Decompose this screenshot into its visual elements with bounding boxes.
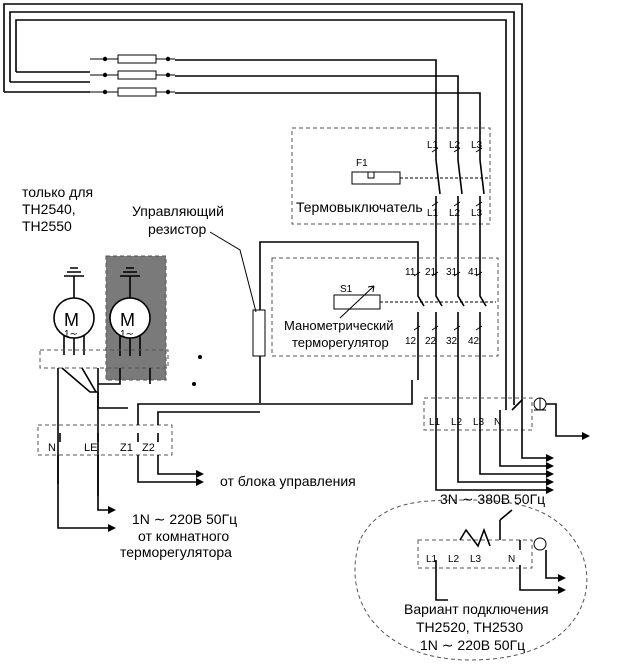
terminal-block-left (37, 380, 413, 532)
control-resistor (209, 231, 266, 403)
contact-21: 21 (425, 267, 437, 278)
supply-1n-label: 1N ∼ 220В 50Гц (132, 511, 237, 527)
contact-42: 42 (468, 336, 480, 347)
term-right-l1: L1 (429, 417, 441, 428)
supply-3n-label: 3N ∼ 380В 50Гц (440, 491, 545, 507)
term-right-l2: L2 (451, 417, 463, 428)
motor-left-m: M (64, 310, 79, 330)
motor-right-phase: 1∼ (120, 329, 134, 340)
manometric-label-1: Манометрический (284, 318, 394, 333)
terminal-block-right (423, 397, 590, 494)
thermal-top-l3: L3 (471, 140, 483, 151)
thermal-bottom-l3: L3 (471, 208, 483, 219)
variant-inset (354, 499, 588, 661)
thermal-top-l2: L2 (449, 140, 461, 151)
only-for-line3: TH2550 (22, 218, 72, 234)
motor-wiring (57, 355, 202, 496)
f1-sensor (351, 171, 401, 185)
manometric-label-2: терморегулятор (292, 335, 389, 350)
variant-term-l3: L3 (470, 554, 482, 565)
variant-label-3: 1N ∼ 220В 50Гц (420, 637, 525, 653)
variant-term-l2: L2 (448, 554, 460, 565)
only-for-line1: только для (22, 184, 93, 200)
fuse-2 (117, 70, 157, 80)
term-right-n: N (494, 417, 501, 428)
fuse-3 (117, 87, 157, 97)
contact-41: 41 (468, 267, 480, 278)
term-left-le: LE (84, 442, 97, 454)
supply-wires-top (3, 3, 523, 410)
thermal-switch (291, 127, 491, 260)
motor-left-phase: 1∼ (64, 329, 78, 340)
motor-left (53, 267, 95, 355)
motor-right-shaded (105, 255, 167, 381)
fuse-1 (117, 54, 157, 64)
from-control-unit-label: от блока управления (220, 473, 356, 489)
contact-11: 11 (405, 267, 416, 278)
variant-term-n: N (508, 554, 515, 565)
variant-label-2: TH2520, TH2530 (416, 619, 523, 635)
term-left-z1: Z1 (120, 442, 133, 454)
control-resistor-label-2: резистор (148, 221, 207, 237)
manometric-regulator (259, 241, 499, 400)
supply-1n-label-2: от комнатного (138, 528, 229, 544)
thermal-bottom-l1: L1 (427, 208, 439, 219)
term-right-l3: L3 (473, 417, 485, 428)
variant-term-l1: L1 (426, 554, 438, 565)
control-resistor-label-1: Управляющий (132, 203, 224, 219)
contact-12: 12 (405, 336, 417, 347)
thermal-switch-label: Термовыключатель (296, 199, 423, 215)
f1-label: F1 (356, 158, 368, 169)
ground-icon-variant (533, 537, 547, 551)
only-for-line2: TH2540, (22, 201, 76, 217)
term-left-n: N (48, 442, 56, 454)
term-left-z2: Z2 (142, 442, 155, 454)
supply-1n-label-3: терморегулятора (120, 544, 232, 560)
contact-31: 31 (446, 267, 458, 278)
motor-terminal-strip (39, 349, 169, 369)
contact-22: 22 (425, 336, 437, 347)
thermal-top-l1: L1 (427, 140, 439, 151)
contact-32: 32 (446, 336, 458, 347)
motor-right-m: M (120, 310, 135, 330)
s1-label: S1 (340, 284, 353, 295)
thermal-bottom-l2: L2 (449, 208, 461, 219)
variant-label-1: Вариант подключения (404, 601, 549, 617)
